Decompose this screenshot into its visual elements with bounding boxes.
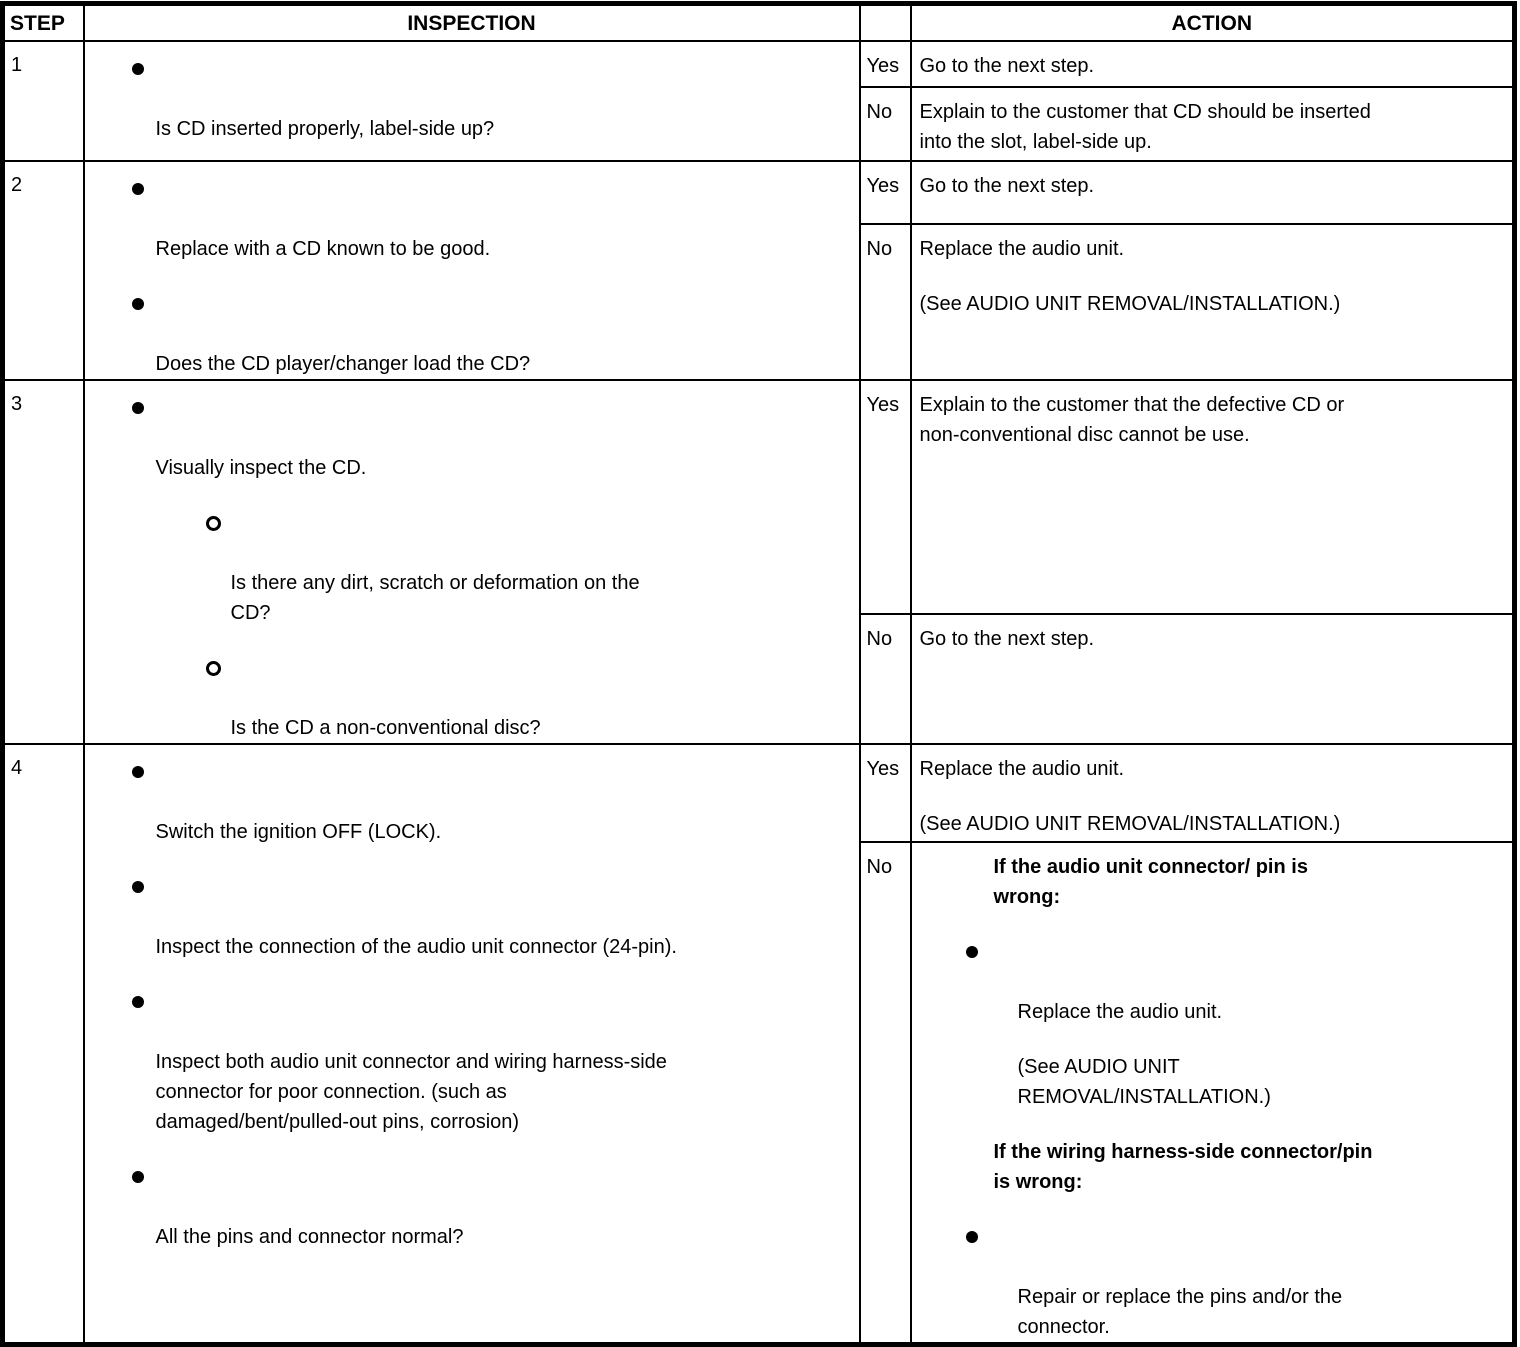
inspection-text: Is CD inserted properly, label-side up?: [155, 117, 495, 140]
action-text: Replace the audio unit.: [1017, 1000, 1223, 1023]
action-text: Explain to the customer that the defecti…: [919, 393, 1345, 446]
bullet-icon: [131, 401, 144, 414]
action-item: Repair or replace the pins and/or the co…: [965, 1222, 1503, 1342]
step-number: 3: [1, 378, 85, 745]
sub-bullet-icon: [205, 515, 221, 531]
inspection-item: Switch the ignition OFF (LOCK).: [86, 757, 853, 847]
condition-heading: If the audio unit connector/ pin is wron…: [993, 855, 1308, 908]
yes-label: Yes: [858, 742, 912, 843]
action-cell-yes: Go to the next step.: [909, 39, 1516, 88]
yes-label: Yes: [858, 159, 912, 226]
inspection-cell: Visually inspect the CD. Is there any di…: [82, 378, 861, 745]
step-number: 2: [1, 159, 85, 381]
step-column-header: STEP: [1, 2, 85, 42]
inspection-item: All the pins and connector normal?: [86, 1162, 853, 1252]
table-row: 2 Replace with a CD known to be good. Do…: [1, 159, 1516, 381]
table-row: No Replace the audio unit. (See AUDIO UN…: [3, 223, 1516, 381]
yes-label: Yes: [858, 378, 912, 616]
yes-no-column-header: [858, 2, 912, 42]
action-cell-no: Go to the next step.: [909, 613, 1516, 745]
table-row: 4 Switch the ignition OFF (LOCK). Inspec…: [1, 742, 1516, 1345]
inspection-text: Does the CD player/changer load the CD?: [155, 352, 531, 375]
inspection-text: Visually inspect the CD.: [155, 456, 367, 479]
action-see-reference: (See AUDIO UNIT REMOVAL/INSTALLATION.): [919, 812, 1341, 835]
conditional-action-block: If the audio unit connector/ pin is wron…: [965, 852, 1503, 1342]
inspection-item: Is CD inserted properly, label-side up?: [86, 54, 853, 144]
action-text: Repair or replace the pins and/or the co…: [1017, 1285, 1343, 1338]
action-text: Replace the audio unit.: [919, 238, 1125, 261]
inspection-cell: Replace with a CD known to be good. Does…: [82, 159, 861, 381]
inspection-cell: Is CD inserted properly, label-side up?: [82, 39, 861, 162]
action-text: Go to the next step.: [919, 174, 1095, 197]
action-item: Replace the audio unit.: [965, 937, 1503, 1027]
bullet-icon: [131, 182, 144, 195]
bullet-icon: [131, 995, 144, 1008]
inspection-text: Is the CD a non-conventional disc?: [230, 716, 541, 739]
no-label: No: [858, 223, 912, 381]
action-see-reference: (See AUDIO UNIT REMOVAL/INSTALLATION.): [919, 293, 1341, 316]
inspection-item: Inspect the connection of the audio unit…: [86, 872, 853, 962]
bullet-icon: [131, 62, 144, 75]
condition-heading: If the wiring harness-side connector/pin…: [993, 1140, 1373, 1193]
bullet-icon: [965, 945, 978, 958]
action-cell-yes: Explain to the customer that the defecti…: [909, 378, 1516, 616]
table-header-row: STEP INSPECTION ACTION: [1, 2, 1516, 42]
inspection-text: Inspect the connection of the audio unit…: [155, 935, 677, 958]
no-label: No: [858, 840, 912, 1345]
no-label: No: [858, 85, 912, 162]
inspection-text: All the pins and connector normal?: [155, 1225, 464, 1248]
action-cell-yes: Go to the next step.: [909, 159, 1516, 226]
bullet-icon: [131, 765, 144, 778]
table-row: No Explain to the customer that CD shoul…: [3, 85, 1516, 162]
bullet-icon: [965, 1230, 978, 1243]
inspection-item: Does the CD player/changer load the CD?: [86, 289, 853, 378]
bullet-icon: [131, 880, 144, 893]
action-see-reference: (See AUDIO UNIT REMOVAL/INSTALLATION.): [1017, 1055, 1271, 1108]
action-cell-no: If the audio unit connector/ pin is wron…: [909, 840, 1516, 1345]
table-row: No Go to the next step.: [3, 613, 1516, 745]
inspection-text: Inspect both audio unit connector and wi…: [155, 1050, 667, 1133]
action-text: Explain to the customer that CD should b…: [919, 100, 1371, 153]
action-cell-no: Explain to the customer that CD should b…: [909, 85, 1516, 162]
no-label: No: [858, 613, 912, 745]
action-text: Replace the audio unit.: [919, 757, 1125, 780]
inspection-sub-item: Is the CD a non-conventional disc?: [86, 653, 853, 742]
sub-bullet-icon: [205, 660, 221, 676]
action-column-header: ACTION: [909, 2, 1516, 42]
inspection-item: Replace with a CD known to be good.: [86, 174, 853, 264]
action-text: Go to the next step.: [919, 628, 1095, 651]
inspection-column-header: INSPECTION: [82, 2, 861, 42]
step-number: 1: [1, 39, 85, 162]
inspection-text: Switch the ignition OFF (LOCK).: [155, 820, 442, 843]
inspection-sub-item: Is there any dirt, scratch or deformatio…: [86, 508, 853, 628]
table-row: 3 Visually inspect the CD. Is there any …: [1, 378, 1516, 745]
bullet-icon: [131, 297, 144, 310]
action-cell-no: Replace the audio unit. (See AUDIO UNIT …: [909, 223, 1516, 381]
inspection-item: Inspect both audio unit connector and wi…: [86, 987, 853, 1137]
action-text: Go to the next step.: [919, 54, 1095, 77]
yes-label: Yes: [858, 39, 912, 88]
inspection-text: Replace with a CD known to be good.: [155, 237, 491, 260]
action-cell-yes: Replace the audio unit. (See AUDIO UNIT …: [909, 742, 1516, 843]
table-row: 1 Is CD inserted properly, label-side up…: [1, 39, 1516, 162]
inspection-cell: Switch the ignition OFF (LOCK). Inspect …: [82, 742, 861, 1345]
inspection-text: Is there any dirt, scratch or deformatio…: [230, 571, 640, 624]
bullet-icon: [131, 1170, 144, 1183]
step-number: 4: [1, 742, 85, 1345]
inspection-item: Visually inspect the CD.: [86, 393, 853, 483]
